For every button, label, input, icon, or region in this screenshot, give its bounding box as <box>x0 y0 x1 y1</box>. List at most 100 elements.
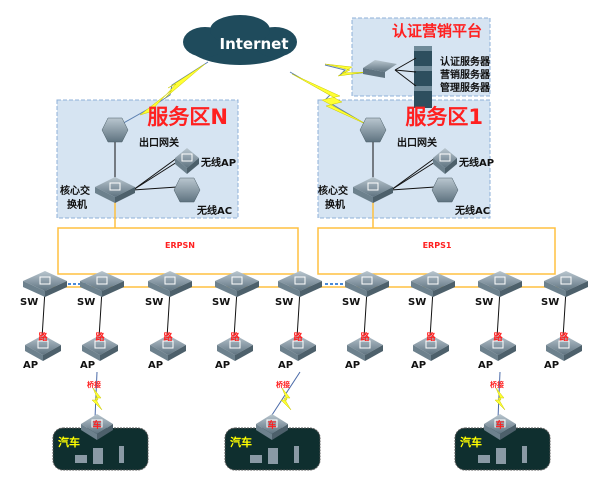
service-zone-1 <box>317 99 491 219</box>
core-wireless-link <box>390 186 436 191</box>
device-glyph <box>37 340 49 349</box>
vehicle-label: 汽车 <box>58 435 80 449</box>
device-side <box>546 345 564 361</box>
device-glyph <box>96 276 108 285</box>
client-devices-icon <box>478 446 527 464</box>
access-point-icon <box>217 335 253 361</box>
ap-mark: 路 <box>360 331 370 343</box>
bridge-label: 桥接 <box>490 380 504 389</box>
access-switch-icon <box>23 271 67 297</box>
device-glyph <box>494 419 506 428</box>
wireless-ap-icon <box>175 148 199 174</box>
wireless-ap-label: 无线AP <box>200 156 236 169</box>
ap-mark: 路 <box>95 331 105 343</box>
device-side <box>484 424 500 440</box>
access-switch-icon <box>544 271 588 297</box>
device-side <box>45 281 67 297</box>
egress-gateway-icon <box>359 117 387 143</box>
vehicle-label: 汽车 <box>230 435 252 449</box>
access-point-icon <box>347 335 383 361</box>
core-switch-icon <box>353 177 393 203</box>
laptop-icon <box>75 455 87 463</box>
ap-label: AP <box>478 360 493 371</box>
core-switch-label-2: 换机 <box>67 198 87 211</box>
device-side <box>256 424 272 440</box>
device-glyph <box>560 276 572 285</box>
device-side <box>353 187 373 203</box>
device-side <box>170 281 192 297</box>
tablet-icon <box>268 448 278 464</box>
wireless-ac-label: 无线AC <box>454 204 490 217</box>
device-side <box>23 281 45 297</box>
erps-ring-n <box>57 227 299 275</box>
device-glyph <box>494 276 506 285</box>
ap-label: AP <box>544 360 559 371</box>
ap-mark: 路 <box>293 331 303 343</box>
switch-label: SW <box>275 297 293 308</box>
vehicle-ap-icon <box>81 414 113 440</box>
switch-ap-link <box>233 289 238 339</box>
server-label-management: 管理服务器 <box>440 81 491 94</box>
switch-ap-link <box>363 289 368 339</box>
gateway-label: 出口网关 <box>139 136 179 149</box>
device-side <box>272 424 288 440</box>
device-glyph <box>292 340 304 349</box>
gateway-label: 出口网关 <box>397 136 437 149</box>
device-side <box>115 187 135 203</box>
erps-label: ERPSN <box>165 241 195 250</box>
device-glyph <box>109 182 121 191</box>
service-zone-n <box>56 99 239 219</box>
access-point-icon <box>25 335 61 361</box>
access-point-icon <box>546 335 582 361</box>
device-side <box>237 281 259 297</box>
device-side <box>433 158 445 174</box>
device-glyph <box>266 419 278 428</box>
switch-label: SW <box>475 297 493 308</box>
wireless-ac-icon <box>173 177 201 203</box>
switch-ap-link <box>496 289 501 339</box>
ap-mark: 路 <box>426 331 436 343</box>
device-side <box>102 281 124 297</box>
wan-link-zone-n <box>119 61 209 126</box>
switch-label: SW <box>145 297 163 308</box>
access-switch-icon <box>478 271 522 297</box>
switch-ap-link <box>98 289 103 339</box>
client-devices-icon <box>250 446 299 464</box>
device-side <box>480 345 498 361</box>
device-side <box>168 345 186 361</box>
ap-label: AP <box>23 360 38 371</box>
device-body <box>431 177 459 203</box>
access-point-icon <box>82 335 118 361</box>
device-side <box>347 345 365 361</box>
device-glyph <box>164 276 176 285</box>
bridge-label: 桥接 <box>87 380 101 389</box>
switch-label: SW <box>408 297 426 308</box>
device-side <box>278 281 300 297</box>
device-body <box>173 177 201 203</box>
device-body <box>101 117 129 143</box>
vehicle-ap-icon <box>256 414 288 440</box>
switch-label: SW <box>541 297 559 308</box>
wireless-ac-label: 无线AC <box>196 204 232 217</box>
device-side <box>478 281 500 297</box>
access-point-icon <box>280 335 316 361</box>
device-side <box>500 281 522 297</box>
server-links <box>394 57 417 87</box>
core-switch-label-1: 核心交 <box>318 184 348 197</box>
device-side <box>431 345 449 361</box>
device-glyph <box>425 340 437 349</box>
wireless-bolt-icon <box>494 387 506 411</box>
tablet-icon <box>496 448 506 464</box>
core-wireless-link <box>390 161 436 191</box>
phone-icon <box>294 446 299 463</box>
device-side <box>544 281 566 297</box>
ap-mark: 路 <box>559 331 569 343</box>
tablet-icon <box>93 448 103 464</box>
access-switch-icon <box>80 271 124 297</box>
device-body <box>359 117 387 143</box>
device-side <box>566 281 588 297</box>
auth-switch-icon <box>363 60 397 78</box>
device-side <box>235 345 253 361</box>
